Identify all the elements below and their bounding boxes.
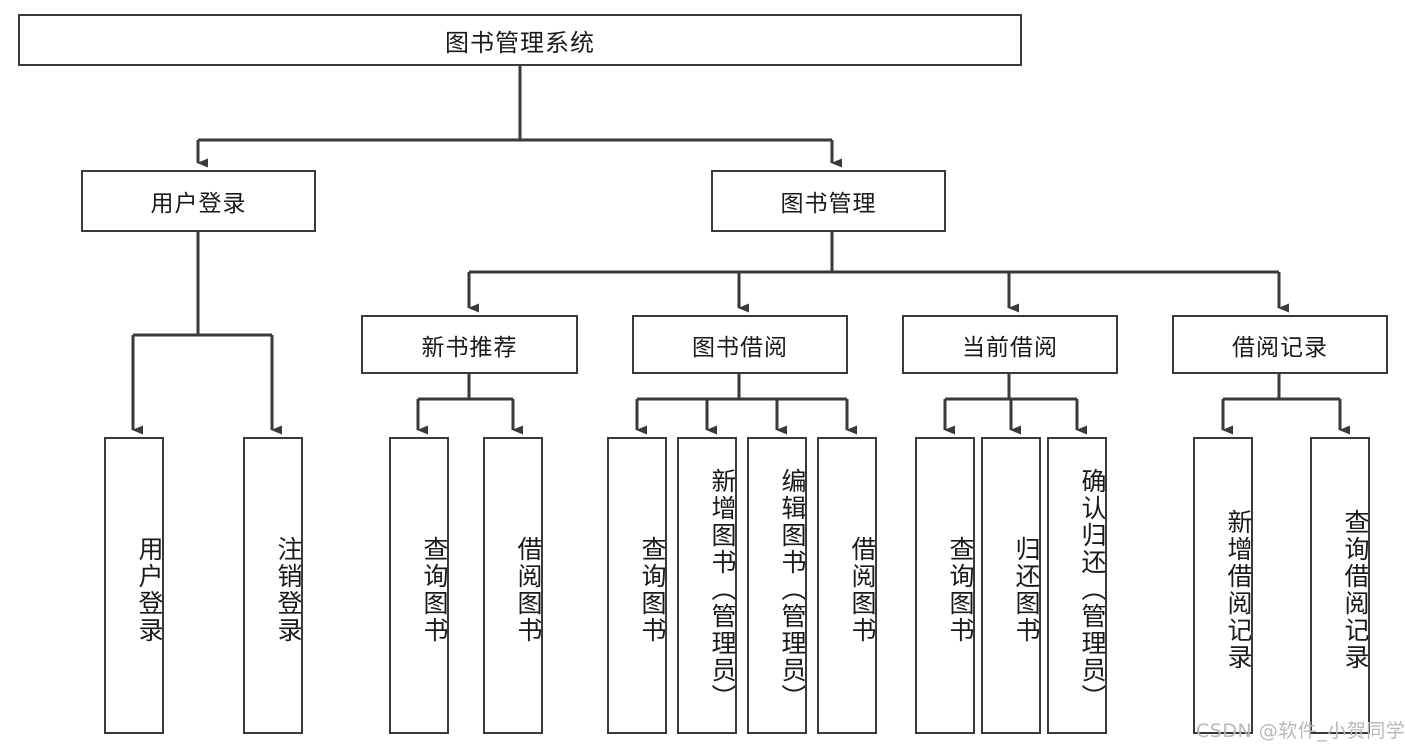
node-label: 当前借阅 bbox=[962, 334, 1058, 361]
node-borrow-record[interactable]: 借阅记录 bbox=[1172, 315, 1388, 374]
leaf-borrow-book[interactable]: 借阅图书 bbox=[817, 437, 877, 734]
node-label: 新书推荐 bbox=[421, 334, 518, 361]
leaf-edit-book-admin[interactable]: 编辑图书（管理员） bbox=[747, 437, 807, 734]
node-label: 注销登录 bbox=[274, 535, 303, 644]
node-label: 查询图书 bbox=[946, 535, 975, 644]
node-label: 查询借阅记录 bbox=[1341, 508, 1370, 671]
leaf-user-login[interactable]: 用户登录 bbox=[104, 437, 164, 734]
node-label: 新增借阅记录 bbox=[1224, 508, 1253, 671]
node-label: 查询图书 bbox=[638, 535, 667, 644]
csdn-watermark: CSDN @软件_小贺同学 bbox=[1196, 720, 1405, 742]
leaf-confirm-return-admin[interactable]: 确认归还（管理员） bbox=[1047, 437, 1107, 734]
leaf-return-book[interactable]: 归还图书 bbox=[981, 437, 1041, 734]
node-label: 借阅记录 bbox=[1232, 334, 1328, 361]
node-current-borrow[interactable]: 当前借阅 bbox=[902, 315, 1118, 374]
node-label: 借阅图书 bbox=[848, 535, 877, 644]
node-label: 查询图书 bbox=[420, 535, 449, 644]
leaf-query-book-new[interactable]: 查询图书 bbox=[389, 437, 449, 734]
node-root-system[interactable]: 图书管理系统 bbox=[18, 14, 1022, 66]
node-new-book-recommend[interactable]: 新书推荐 bbox=[361, 315, 578, 374]
node-label: 借阅图书 bbox=[514, 535, 543, 644]
node-book-borrow[interactable]: 图书借阅 bbox=[632, 315, 848, 374]
node-label: 归还图书 bbox=[1012, 535, 1041, 644]
leaf-query-borrow-record[interactable]: 查询借阅记录 bbox=[1310, 437, 1370, 734]
leaf-query-book-current[interactable]: 查询图书 bbox=[915, 437, 975, 734]
node-label: 编辑图书（管理员） bbox=[778, 468, 807, 711]
node-label: 用户登录 bbox=[150, 191, 247, 217]
node-user-login[interactable]: 用户登录 bbox=[81, 170, 316, 232]
node-label: 新增图书（管理员） bbox=[708, 468, 737, 711]
node-label: 图书管理 bbox=[780, 191, 877, 217]
leaf-borrow-book-new[interactable]: 借阅图书 bbox=[483, 437, 543, 734]
node-label: 图书管理系统 bbox=[445, 28, 595, 57]
node-label: 图书借阅 bbox=[692, 334, 788, 361]
node-label: 确认归还（管理员） bbox=[1078, 468, 1107, 711]
leaf-add-borrow-record[interactable]: 新增借阅记录 bbox=[1193, 437, 1253, 734]
leaf-add-book-admin[interactable]: 新增图书（管理员） bbox=[677, 437, 737, 734]
leaf-query-book[interactable]: 查询图书 bbox=[607, 437, 667, 734]
node-book-management[interactable]: 图书管理 bbox=[711, 170, 946, 232]
leaf-logout[interactable]: 注销登录 bbox=[243, 437, 303, 734]
node-label: 用户登录 bbox=[135, 535, 164, 644]
